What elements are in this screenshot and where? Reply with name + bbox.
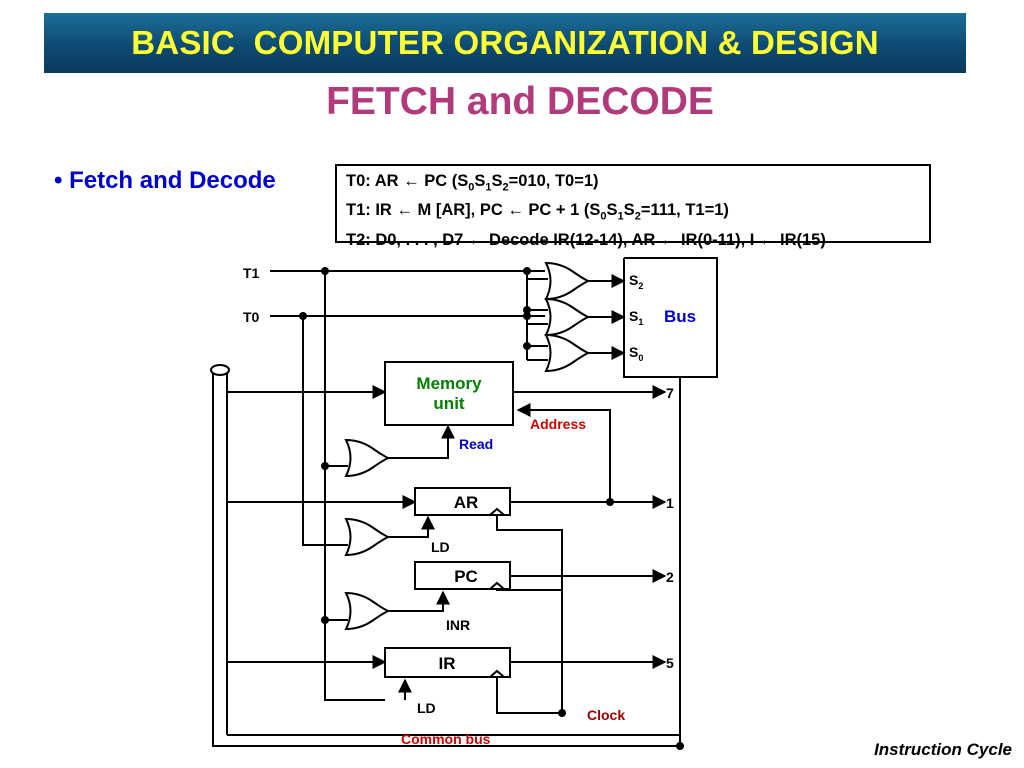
memory-label-line1: Memory xyxy=(416,374,482,393)
register-pc-label: PC xyxy=(454,567,478,586)
clock-label: Clock xyxy=(587,707,625,723)
s1-label: S1 xyxy=(629,308,643,327)
slide-title: FETCH and DECODE xyxy=(326,80,714,123)
bus-line-2: 2 xyxy=(666,569,674,585)
rtl-statements-box: T0: AR ← PC (S0S1S2=010, T0=1) T1: IR ← … xyxy=(335,164,931,249)
register-ir xyxy=(384,647,511,678)
t0-label: T0 xyxy=(243,309,260,325)
header-banner: BASIC COMPUTER ORGANIZATION & DESIGN xyxy=(44,13,966,73)
pc-inr-label: INR xyxy=(446,617,470,633)
junction-dots xyxy=(299,267,684,750)
s2-label: S2 xyxy=(629,272,643,291)
bus-select-block xyxy=(623,257,718,378)
bus-line-1: 1 xyxy=(666,495,674,511)
ir-ld-label: LD xyxy=(417,700,436,716)
rtl-line-t0: T0: AR ← PC (S0S1S2=010, T0=1) xyxy=(346,172,599,194)
common-bus-pipe-top xyxy=(210,364,230,376)
or-gate-read xyxy=(345,439,389,477)
footer-instruction-cycle: Instruction Cycle xyxy=(874,740,1012,759)
or-gate-s2 xyxy=(545,262,589,300)
ar-ld-label: LD xyxy=(431,539,450,555)
t1-vertical-tap xyxy=(324,271,385,701)
common-bus-loop xyxy=(212,372,680,747)
register-ar-label: AR xyxy=(454,493,479,512)
or-gate-ar-ld xyxy=(345,518,389,556)
read-label: Read xyxy=(459,436,493,452)
address-label: Address xyxy=(530,416,586,432)
memory-unit-box xyxy=(384,361,514,426)
rtl-line-t1: T1: IR ← M [AR], PC ← PC + 1 (S0S1S2=111… xyxy=(346,201,729,223)
or-gate-s0 xyxy=(545,334,589,372)
bus-line-5: 5 xyxy=(666,655,674,671)
register-ir-label: IR xyxy=(439,654,456,673)
bullet-fetch-decode: • Fetch and Decode xyxy=(54,167,276,194)
or-gate-s1 xyxy=(545,298,589,336)
common-bus-label: Common bus xyxy=(401,731,491,747)
bus-label: Bus xyxy=(664,307,696,326)
memory-label-line2: unit xyxy=(433,394,464,413)
s0-label: S0 xyxy=(629,344,643,363)
header-title: BASIC COMPUTER ORGANIZATION & DESIGN xyxy=(131,24,879,61)
or-gate-pc-inr xyxy=(345,592,389,630)
bus-line-7: 7 xyxy=(666,385,674,401)
t1-label: T1 xyxy=(243,265,260,281)
rtl-line-t2: T2: D0, . . . , D7 ← Decode IR(12-14), A… xyxy=(346,230,826,249)
